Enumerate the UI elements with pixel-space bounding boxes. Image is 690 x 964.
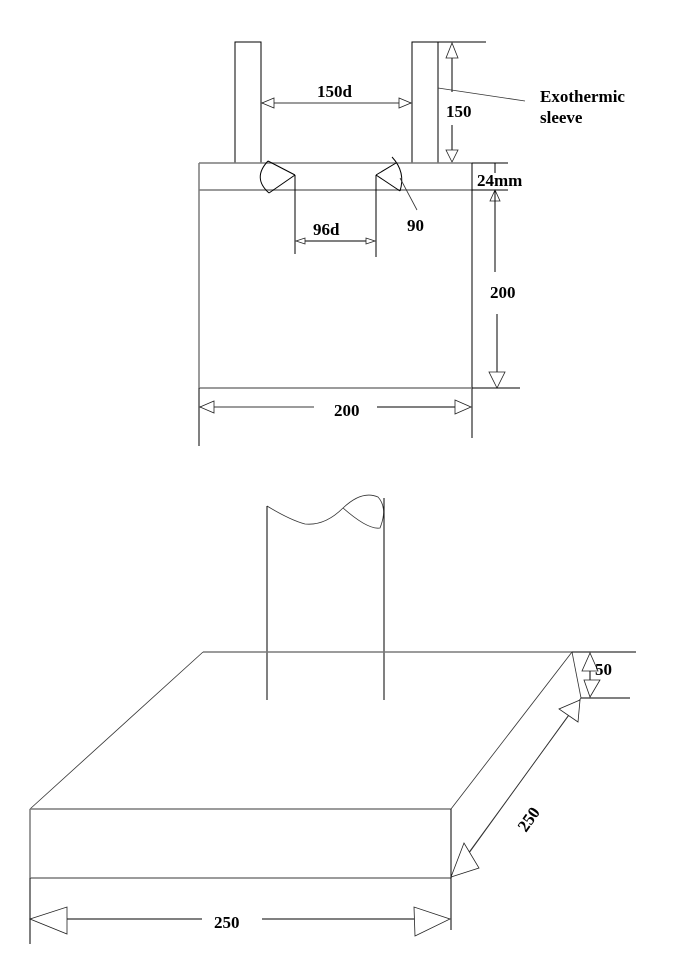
left-riser — [234, 41, 262, 164]
gate-spacing-label: 96d — [313, 220, 340, 239]
plate-thickness-dimension: 50 — [572, 651, 636, 699]
riser-spacing-label: 150d — [317, 82, 353, 101]
sleeve-callout-line1: Exothermic — [540, 87, 625, 106]
angle-label: 90 — [407, 216, 424, 235]
plate-width-label: 250 — [214, 913, 240, 932]
plate-width-dimension: 250 — [28, 878, 452, 944]
riser-height-dimension: 150 — [445, 41, 472, 163]
block-width-dimension: 200 — [198, 388, 472, 446]
right-neck: 90 — [375, 156, 424, 257]
riser-spacing-dimension: 150d — [260, 82, 413, 109]
bottom-figure: 50 250 250 — [28, 494, 636, 944]
plate-thickness-label: 50 — [595, 660, 612, 679]
top-figure: 150d 150 Exothermic sleeve — [198, 41, 625, 446]
neck-thickness-label: 24mm — [477, 171, 522, 190]
neck-thickness-dimension: 24mm — [477, 163, 522, 202]
sleeve-callout-line2: sleeve — [540, 108, 583, 127]
left-neck — [259, 160, 296, 254]
plate-depth-label: 250 — [514, 804, 544, 836]
plate-depth-dimension: 250 — [450, 699, 581, 878]
block-height-label: 200 — [490, 283, 516, 302]
right-riser — [411, 41, 439, 164]
gate-spacing-dimension: 96d — [294, 220, 377, 245]
sleeve-callout: Exothermic sleeve — [437, 87, 625, 127]
riser-height-label: 150 — [446, 102, 472, 121]
sprue-stem — [266, 494, 385, 700]
block-height-dimension: 200 — [488, 191, 516, 389]
block-width-label: 200 — [334, 401, 360, 420]
